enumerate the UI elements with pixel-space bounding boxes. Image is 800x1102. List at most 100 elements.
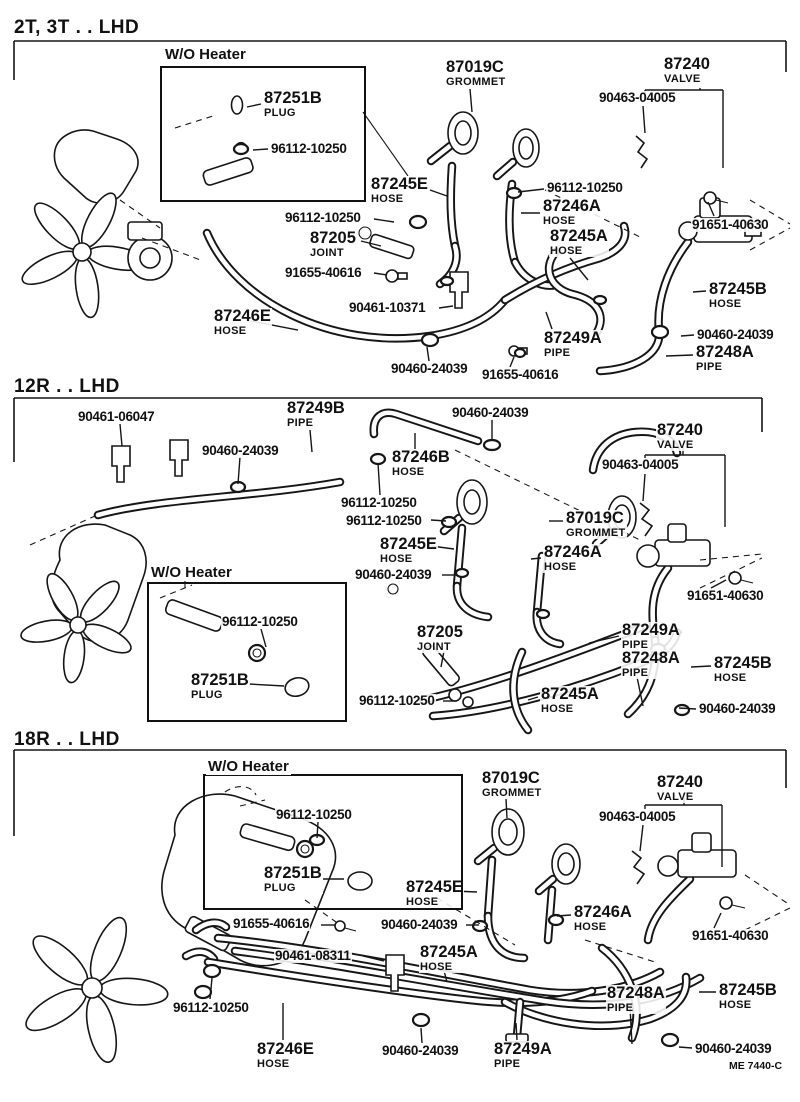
part-number: 90460-24039: [452, 405, 529, 420]
part-number: 91651-40630: [692, 928, 769, 943]
part-number: 87249A: [494, 1040, 552, 1058]
part-kind-caption: GROMMET: [566, 526, 626, 539]
part-number: 96112-10250: [173, 1000, 249, 1015]
part-label-90460-24039: 90460-24039: [380, 917, 459, 932]
part-number: 87248A: [607, 984, 665, 1002]
part-number: 90460-24039: [697, 327, 774, 342]
part-label-96112-10250: 96112-10250: [358, 694, 436, 708]
part-number: 87251B: [264, 89, 322, 107]
part-number: 96112-10250: [359, 693, 435, 708]
part-number: 87245B: [709, 280, 767, 298]
part-kind-caption: GROMMET: [446, 75, 506, 88]
part-kind-caption: PIPE: [622, 638, 649, 651]
part-kind-caption: PLUG: [191, 688, 223, 701]
part-label-96112-10250: 96112-10250: [270, 142, 348, 156]
wo-heater-box-s3: [203, 774, 463, 910]
part-number: 91655-40616: [285, 265, 362, 280]
part-number: 87245B: [714, 654, 772, 672]
part-kind-caption: HOSE: [214, 324, 247, 337]
part-number: 87249B: [287, 399, 345, 417]
part-number: 90461-10371: [349, 300, 426, 315]
part-kind-caption: HOSE: [257, 1057, 290, 1070]
part-label-91651-40630: 91651-40630: [691, 928, 770, 943]
part-kind-caption: HOSE: [574, 920, 607, 933]
part-number: 90463-04005: [602, 457, 679, 472]
part-label-90463-04005: 90463-04005: [598, 810, 677, 824]
wo-heater-label-s1: W/O Heater: [163, 46, 248, 63]
part-label-90461-10371: 90461-10371: [348, 300, 427, 315]
part-label-91651-40630: 91651-40630: [686, 588, 765, 603]
part-label-90460-24039: 90460-24039: [201, 443, 280, 458]
part-kind-caption: HOSE: [406, 895, 439, 908]
part-number: 87240: [657, 773, 703, 791]
part-kind-caption: PIPE: [607, 1001, 634, 1014]
part-number: 87249A: [622, 621, 680, 639]
part-kind-caption: HOSE: [543, 214, 576, 227]
part-kind-caption: PIPE: [696, 360, 723, 373]
part-number: 96112-10250: [341, 495, 417, 510]
part-number: 96112-10250: [346, 513, 422, 528]
part-kind-caption: PIPE: [622, 666, 649, 679]
part-kind-caption: HOSE: [709, 297, 742, 310]
part-number: 87248A: [622, 649, 680, 667]
part-number: 90460-24039: [381, 917, 458, 932]
part-label-90463-04005: 90463-04005: [598, 91, 677, 105]
wo-heater-label-s3: W/O Heater: [206, 758, 291, 775]
part-label-96112-10250: 96112-10250: [221, 615, 299, 629]
part-number: 87251B: [264, 864, 322, 882]
part-label-96112-10250: 96112-10250: [284, 211, 362, 225]
part-number: 96112-10250: [276, 807, 352, 822]
part-kind-caption: HOSE: [541, 702, 574, 715]
wo-heater-box-s1: [160, 66, 366, 202]
part-number: 90460-24039: [202, 443, 279, 458]
part-number: 87205: [417, 623, 463, 641]
part-number: 96112-10250: [547, 180, 623, 195]
part-number: 96112-10250: [285, 210, 361, 225]
part-kind-caption: GROMMET: [482, 786, 542, 799]
part-number: 87246E: [214, 307, 271, 325]
part-number: 87205: [310, 229, 356, 247]
part-number: 91655-40616: [482, 367, 559, 382]
part-label-90460-24039: 90460-24039: [390, 362, 469, 376]
part-number: 87245E: [380, 535, 437, 553]
part-label-90463-04005: 90463-04005: [601, 457, 680, 472]
part-number: 87019C: [566, 509, 624, 527]
part-label-96112-10250: 96112-10250: [345, 514, 423, 528]
section-heading-2t-3t-lhd: 2T, 3T . . LHD: [14, 17, 140, 38]
part-number: 87251B: [191, 671, 249, 689]
part-label-96112-10250: 96112-10250: [275, 808, 353, 822]
part-number: 87246A: [543, 197, 601, 215]
part-number: 87240: [657, 421, 703, 439]
part-kind-caption: HOSE: [714, 671, 747, 684]
part-number: 96112-10250: [222, 614, 298, 629]
part-number: 90461-08311: [275, 948, 351, 963]
part-label-96112-10250: 96112-10250: [546, 181, 624, 195]
part-kind-caption: JOINT: [310, 246, 344, 259]
part-kind-caption: HOSE: [420, 960, 453, 973]
part-number: 91651-40630: [687, 588, 764, 603]
part-kind-caption: VALVE: [664, 72, 701, 85]
part-kind-caption: HOSE: [550, 244, 583, 257]
part-number: 87246B: [392, 448, 450, 466]
part-number: 87240: [664, 55, 710, 73]
